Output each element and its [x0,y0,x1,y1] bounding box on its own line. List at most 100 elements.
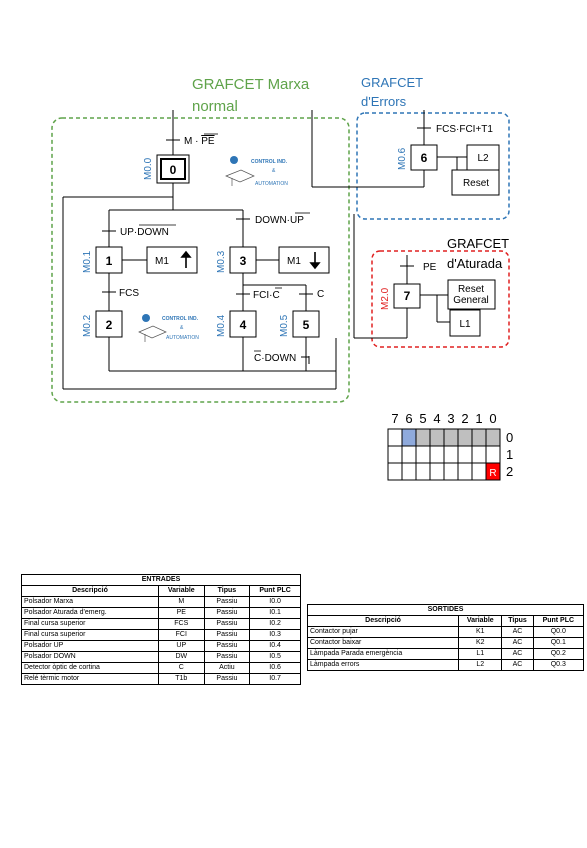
step-3-label: 3 [240,254,247,268]
step-7: 7 [393,283,421,309]
inputs-cell: I0.0 [249,596,301,608]
inputs-header-type: Tipus [203,585,251,597]
bit-label: 6 [405,411,412,426]
inputs-cell: PE [157,607,205,619]
transition-fci-c: FCI·C [253,290,280,301]
inputs-header-plc: Punt PLC [249,585,301,597]
action-l1: L1 [449,309,481,337]
graduation-cap-icon [138,314,167,342]
action-m1-up-label: M1 [155,256,169,267]
outputs-cell: Contactor pujar [306,626,460,638]
step-7-label: 7 [404,289,411,303]
inputs-cell: FCI [157,629,205,641]
control-automation-logo: CONTROL IND. & AUTOMATION [225,156,288,187]
grid-cell [401,462,417,481]
grid-cell [415,462,431,481]
inputs-header-var: Variable [157,585,205,597]
step-5: 5 [292,310,320,338]
arrow-up-icon [180,250,192,268]
grid-cell [387,445,403,464]
outputs-cell: L2 [458,659,503,671]
grid-cell [443,428,459,447]
normal-group-frame [51,117,350,403]
grid-cell [485,445,501,464]
inputs-cell: Final cursa superior [21,629,159,641]
mem-label-m01: M0.1 [82,250,93,273]
errors-links [417,110,467,187]
graduation-cap-icon [225,156,255,186]
inputs-cell: I0.4 [249,640,301,652]
mem-label-m02: M0.2 [82,314,93,337]
transition-down-up-b: UP [290,215,304,226]
step-6-label: 6 [421,151,428,165]
transition-up-down-b: DOWN [137,227,169,238]
grid-cell [401,428,417,447]
step-5-label: 5 [303,318,310,332]
grid-cell [387,462,403,481]
outputs-cell: AC [501,659,534,671]
inputs-cell: I0.7 [249,673,301,685]
action-m1-up: M1 [146,246,198,274]
bit-label: 1 [475,411,482,426]
grid-cell [415,428,431,447]
inputs-cell: T1b [157,673,205,685]
step-0: 0 [156,154,190,184]
action-reset-general-line2: General [453,295,489,306]
title-normal-line2: normal [192,98,238,115]
inputs-cell: Polsador UP [21,640,159,652]
outputs-cell: Contactor baixar [306,637,460,649]
step-2: 2 [95,310,123,338]
outputs-cell: Làmpada Parada emergència [306,648,460,660]
grid-cell [457,445,473,464]
outputs-cell: AC [501,626,534,638]
logo2-line2: & [180,325,184,331]
inputs-cell: I0.5 [249,651,301,663]
transition-fci-c-b: C [272,290,279,301]
action-m1-down-label: M1 [287,256,301,267]
transition-c: C [317,289,324,300]
inputs-cell: Passiu [203,596,251,608]
outputs-cell: Q0.1 [532,637,585,649]
transition-down-up: DOWN·UP [255,215,304,226]
inputs-cell: Polsador Marxa [21,596,159,608]
outputs-header-type: Tipus [501,615,534,627]
bit-label: 3 [447,411,454,426]
bit-label: 5 [419,411,426,426]
transition-m-pe: M · PE [184,136,215,147]
inputs-cell: I0.3 [249,629,301,641]
outputs-cell: Làmpada errors [306,659,460,671]
grid-cell [401,445,417,464]
transition-fci-c-a: FCI· [253,290,272,301]
outputs-cell: L1 [458,648,503,660]
inputs-cell: DW [157,651,205,663]
grid-cell [457,462,473,481]
outputs-title: SORTIDES [307,604,584,616]
inputs-title: ENTRADES [21,574,301,586]
row-label: 0 [506,430,513,445]
inputs-cell: Polsador Aturada d'emerg. [21,607,159,619]
outputs-header-row: Descripció Variable Tipus Punt PLC [306,615,585,627]
grid-cell [429,445,445,464]
bit-label: 4 [433,411,440,426]
inputs-cell: I0.2 [249,618,301,630]
outputs-cell: AC [501,637,534,649]
inputs-cell: Final cursa superior [21,618,159,630]
arrow-down-icon [309,252,321,270]
action-l2-label: L2 [477,153,489,164]
outputs-cell: Q0.2 [532,648,585,660]
step-1: 1 [95,246,123,274]
inputs-cell: Passiu [203,618,251,630]
transition-pe: PE [423,262,437,273]
title-stop-line2: d'Aturada [447,256,503,271]
logo2-line3: AUTOMATION [166,335,199,341]
grid-cell [415,445,431,464]
outputs-header-var: Variable [458,615,503,627]
